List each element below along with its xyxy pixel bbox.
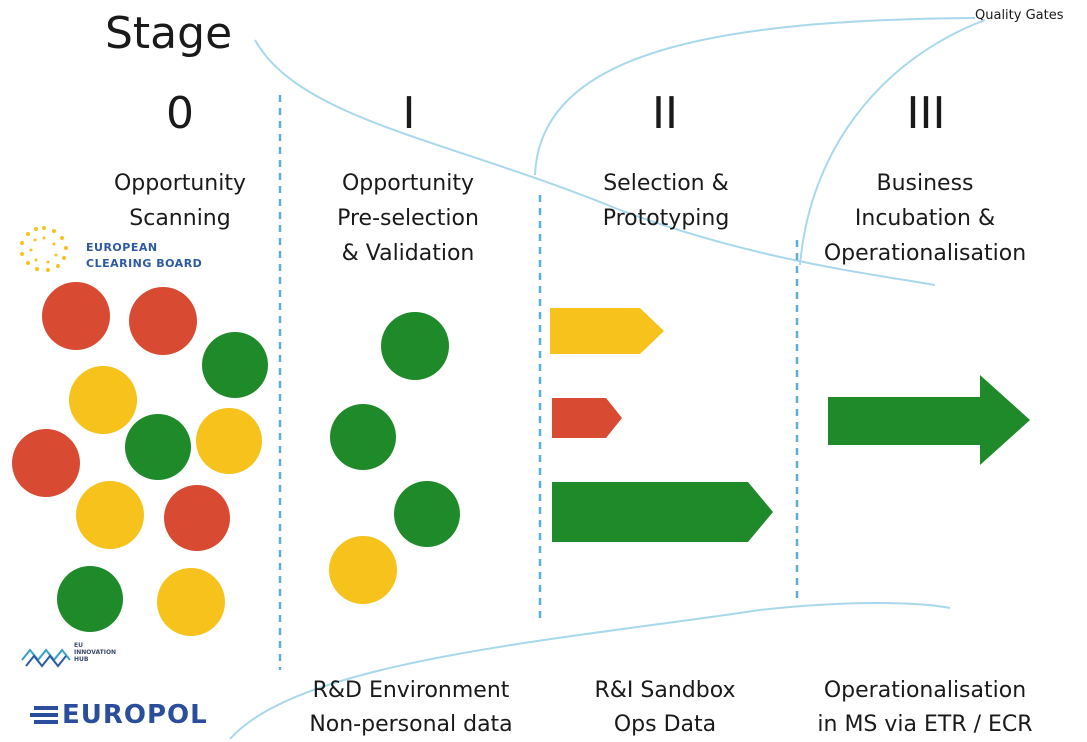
- stage-3-numeral: III: [906, 88, 946, 139]
- opportunity-circle-green: [202, 332, 268, 398]
- europol-logo-text: EUROPOL: [62, 700, 208, 730]
- ecb-logo-line: EUROPEAN: [86, 241, 158, 254]
- stage-0-title-line: Opportunity: [113, 171, 247, 196]
- innovation-hub-line: HUB: [74, 656, 89, 663]
- long-green-arrow: [552, 482, 773, 542]
- environment-operationalisation-line: in MS via ETR / ECR: [817, 712, 1033, 737]
- stage-2-title: Selection & Prototyping: [566, 166, 766, 236]
- stage-heading: Stage: [105, 8, 233, 59]
- quality-gates-label: Quality Gates: [975, 8, 1064, 23]
- stage-3-title-line: Operationalisation: [823, 241, 1027, 266]
- environment-sandbox-line: R&I Sandbox: [594, 678, 736, 703]
- innovation-hub-line: EU: [74, 642, 83, 649]
- environment-operationalisation: Operationalisation in MS via ETR / ECR: [800, 674, 1050, 742]
- opportunity-circle-red: [12, 429, 80, 497]
- stage-1-title: Opportunity Pre-selection & Validation: [308, 166, 508, 271]
- stage-3-title-line: Incubation &: [854, 206, 996, 231]
- yellow-arrow: [550, 308, 664, 354]
- ecb-logo-line: CLEARING BOARD: [86, 257, 203, 270]
- opportunity-circle-green: [57, 566, 123, 632]
- preselected-circle-green: [330, 404, 396, 470]
- stage-1-title-line: Pre-selection: [337, 206, 479, 231]
- gate-curve-bottom: [229, 602, 951, 739]
- environment-rd-line: Non-personal data: [309, 712, 513, 737]
- opportunity-circle-yellow: [76, 481, 144, 549]
- environment-rd-line: R&D Environment: [312, 678, 510, 703]
- stage-1-title-line: Opportunity: [341, 171, 475, 196]
- ecb-stars-icon: [20, 226, 68, 272]
- preselected-circle-yellow: [329, 536, 397, 604]
- stage-0-title: Opportunity Scanning: [80, 166, 280, 236]
- environment-operationalisation-line: Operationalisation: [823, 678, 1027, 703]
- gate-curve-left: [534, 17, 976, 176]
- opportunity-circle-red: [42, 282, 110, 350]
- opportunity-circle-red: [164, 485, 230, 551]
- innovation-hub-logo-text: EU INNOVATION HUB: [74, 642, 116, 663]
- preselected-circle-green: [381, 312, 449, 380]
- stage-0-title-line: Scanning: [129, 206, 231, 231]
- ecb-logo-text: EUROPEAN CLEARING BOARD: [86, 240, 202, 272]
- stage-2-title-line: Selection &: [603, 171, 729, 196]
- gate-curve-right: [799, 19, 986, 266]
- red-arrow: [552, 398, 622, 438]
- innovation-hub-icon: [21, 648, 71, 668]
- stage-2-numeral: II: [652, 88, 678, 139]
- environment-sandbox: R&I Sandbox Ops Data: [545, 674, 785, 742]
- europol-emblem-icon: [30, 706, 58, 724]
- stage-1-numeral: I: [402, 88, 416, 139]
- stage-1-title-line: & Validation: [341, 241, 475, 266]
- stage-3-title: Business Incubation & Operationalisation: [805, 166, 1045, 271]
- stage-2-title-line: Prototyping: [602, 206, 730, 231]
- preselected-circle-green: [394, 481, 460, 547]
- opportunity-circle-red: [129, 287, 197, 355]
- opportunity-circle-yellow: [196, 408, 262, 474]
- opportunity-circle-yellow: [157, 568, 225, 636]
- gate-curve-upper: [254, 39, 936, 286]
- big-green-arrow: [828, 375, 1030, 465]
- stage-3-title-line: Business: [876, 171, 974, 196]
- opportunity-circle-green: [125, 414, 191, 480]
- opportunity-circle-yellow: [69, 366, 137, 434]
- innovation-hub-line: INNOVATION: [74, 649, 117, 656]
- stage-0-numeral: 0: [166, 88, 194, 139]
- environment-rd: R&D Environment Non-personal data: [286, 674, 536, 742]
- environment-sandbox-line: Ops Data: [613, 712, 717, 737]
